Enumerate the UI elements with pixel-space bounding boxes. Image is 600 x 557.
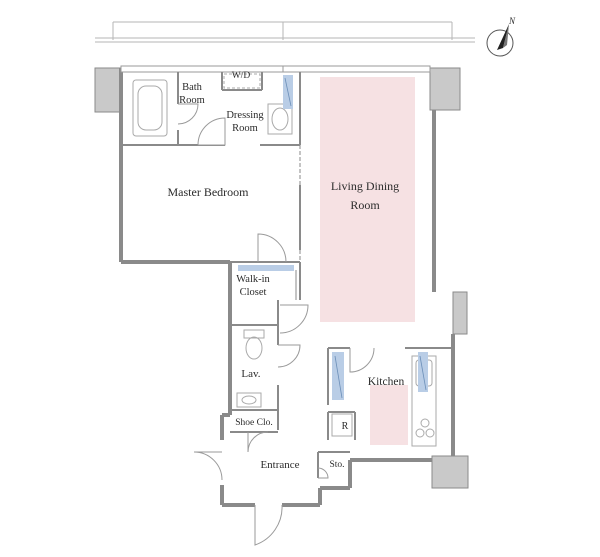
entrance-door (254, 504, 283, 546)
column-top-left (94, 67, 122, 113)
living-dining-label-1: Living Dining (331, 179, 399, 193)
master-bedroom-label: Master Bedroom (168, 185, 250, 199)
column-bottom-right (431, 455, 469, 489)
column-right (452, 291, 468, 335)
shoe-closet-label: Shoe Clo. (235, 418, 272, 428)
washer-dryer (223, 73, 261, 89)
dressing-door (197, 117, 226, 146)
balcony (95, 21, 475, 43)
living-room-highlight (320, 77, 415, 322)
bath-label-2: Room (179, 95, 205, 106)
column-top-right (429, 67, 461, 111)
walk-in-closet-label-2: Closet (240, 287, 267, 298)
north-label: N (508, 16, 516, 26)
refrigerator (331, 413, 353, 437)
doors (177, 103, 375, 546)
bathtub (132, 79, 168, 137)
bedroom-door (257, 233, 287, 263)
refrigerator-label: R (342, 421, 349, 432)
dressing-label-2: Room (232, 123, 258, 134)
kitchen-door (349, 347, 375, 373)
north-arrow-icon (486, 24, 514, 57)
dressing-label-1: Dressing (226, 110, 264, 121)
living-dining-label-2: Room (350, 198, 380, 212)
room-labels: Bath Room W/D Dressing Room Master Bedro… (168, 71, 405, 471)
toilet (243, 329, 265, 339)
kitchen-label: Kitchen (368, 376, 405, 388)
storage-label: Sto. (329, 460, 344, 470)
lav-door (277, 344, 301, 368)
lav-label: Lav. (241, 368, 260, 380)
columns (94, 67, 469, 489)
glass-lines (284, 77, 427, 399)
lav-sink (236, 392, 262, 408)
windows (120, 65, 431, 73)
wd-label: W/D (232, 71, 251, 81)
kitchen-highlight (370, 385, 408, 445)
entrance-label: Entrance (260, 459, 299, 471)
walk-in-closet-label-1: Walk-in (236, 274, 270, 285)
dressing-sink (267, 103, 293, 135)
sliding-doors (295, 145, 301, 300)
bath-label-1: Bath (182, 82, 203, 93)
living-door (279, 304, 309, 334)
